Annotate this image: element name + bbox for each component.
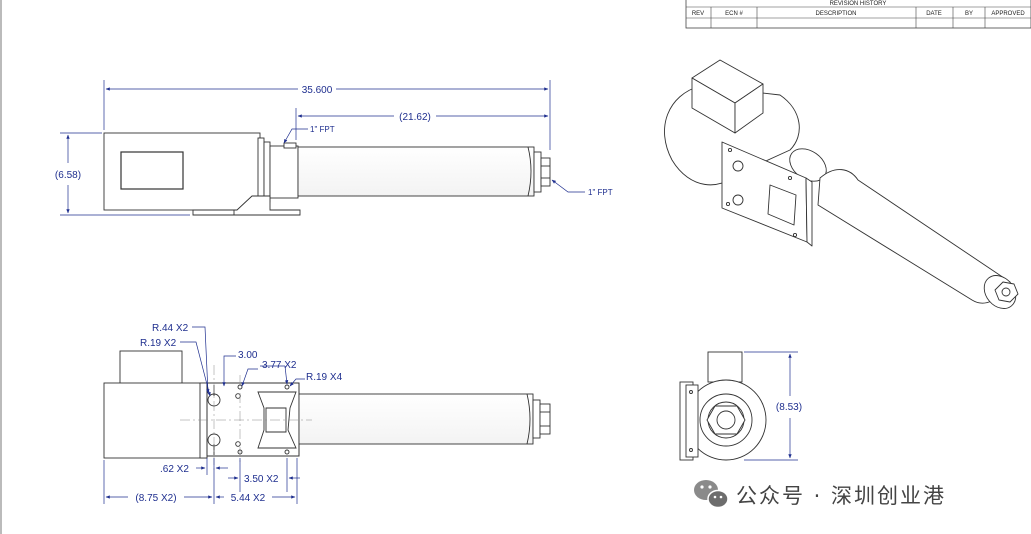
watermark: 公众号 · 深圳创业港 (694, 480, 946, 509)
revision-header-date: DATE (926, 11, 942, 17)
pipe-length-dimension: (21.62) (399, 112, 431, 123)
watermark-text: 公众号 · 深圳创业港 (736, 484, 946, 508)
outlet-thread-note: 1" FPT (588, 188, 613, 197)
revision-header-ecn: ECN # (725, 11, 743, 17)
corner-radius-dimension: R.19 X4 (306, 372, 343, 383)
top-view (103, 132, 551, 216)
revision-header-by: BY (965, 11, 973, 17)
slot-offset-dimension: .62 X2 (160, 464, 189, 475)
end-view-height-dimension: (8.53) (776, 402, 802, 413)
height-dimension: (6.58) (55, 170, 81, 181)
left-offset-dimension: (8.75 X2) (135, 493, 176, 504)
inlet-thread-note: 1" FPT (310, 125, 335, 134)
end-view-dimensions (744, 351, 798, 461)
wechat-icon (694, 480, 729, 509)
isometric-view (664, 59, 1019, 309)
end-view (679, 351, 767, 461)
inner-radius-dimension: R.19 X2 (140, 338, 177, 349)
top-view-dimensions (60, 80, 585, 216)
overall-length-dimension: 35.600 (302, 85, 333, 96)
bottom-view (103, 350, 551, 459)
hole-span-dimension: 3.00 (238, 350, 258, 361)
revision-header-approved: APPROVED (991, 11, 1025, 17)
bottom-view-centerlines (180, 365, 312, 470)
revision-table-title: REVISION HISTORY (830, 1, 887, 7)
hole-spacing-dimension: 3.77 X2 (262, 360, 297, 371)
revision-header-rev: REV (692, 11, 704, 17)
right-offset-dimension: 5.44 X2 (231, 493, 266, 504)
outer-radius-dimension: R.44 X2 (152, 323, 189, 334)
revision-header-description: DESCRIPTION (815, 11, 856, 17)
bottom-view-dimensions (103, 326, 305, 504)
revision-table: REVISION HISTORY REV ECN # DESCRIPTION D… (685, 0, 1031, 29)
bracket-width-dimension: 3.50 X2 (244, 474, 279, 485)
